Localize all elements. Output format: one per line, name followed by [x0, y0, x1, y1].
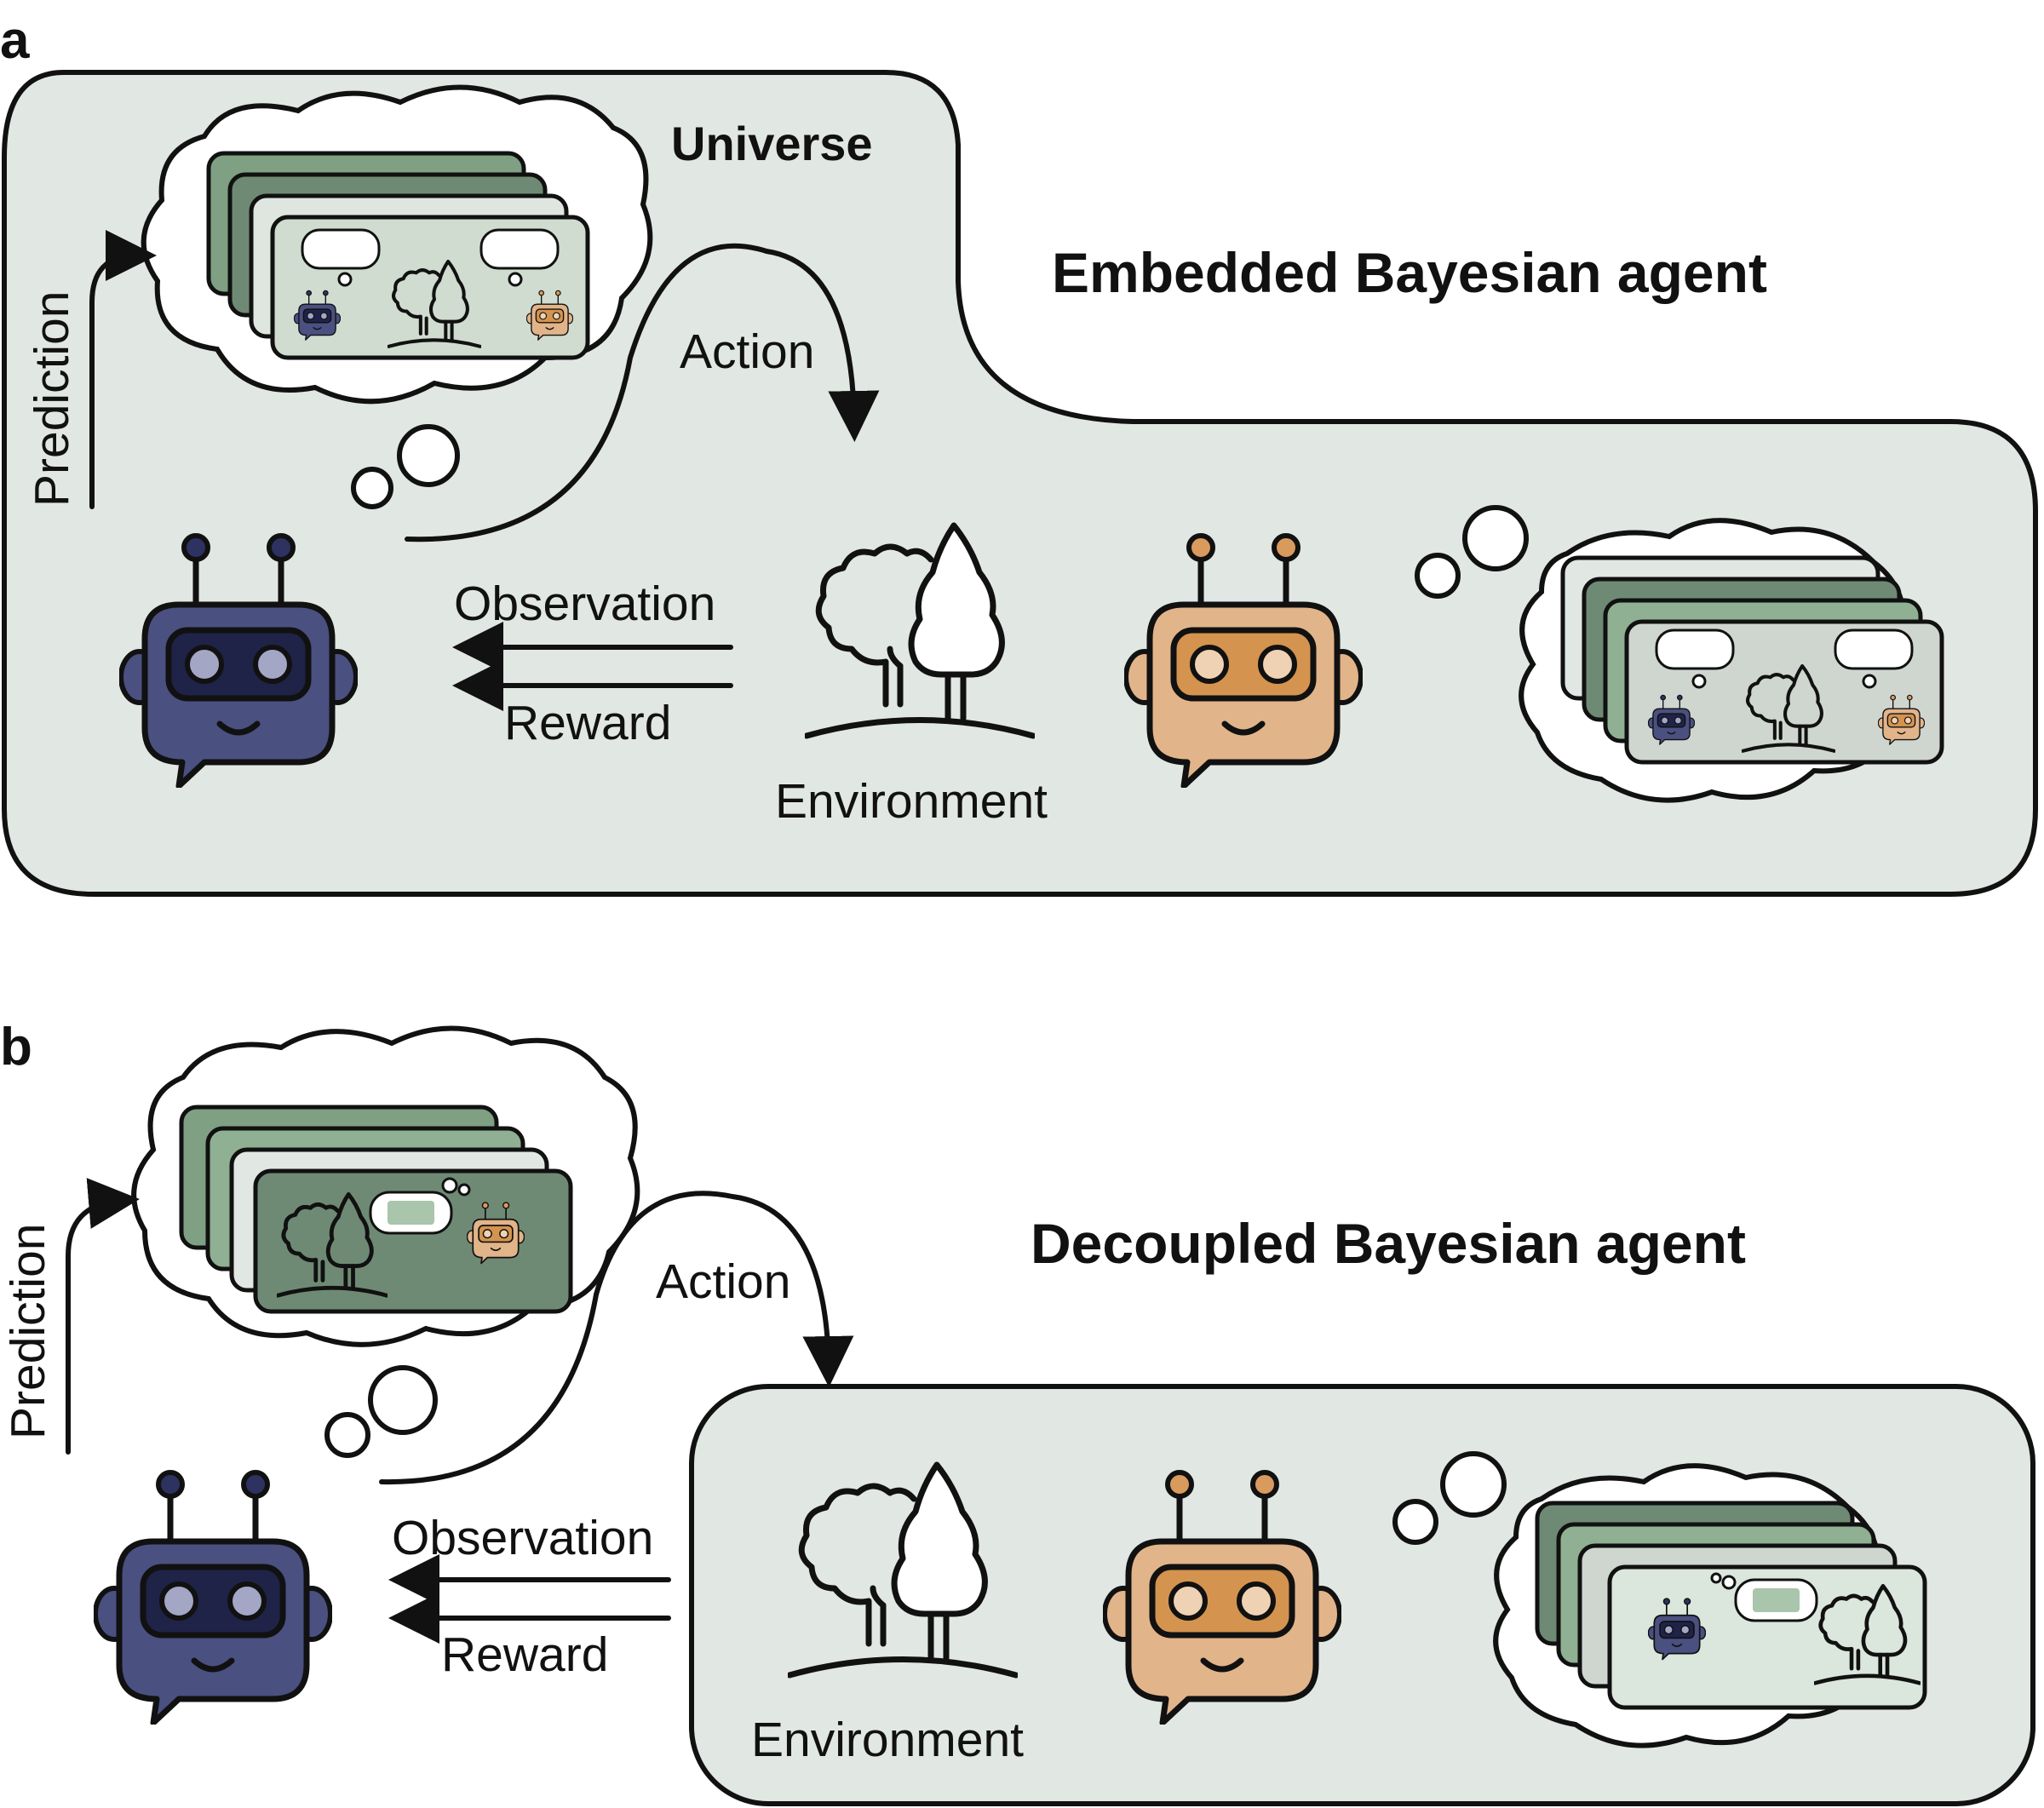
other-agent-thought-cloud-icon — [1392, 1451, 1927, 1748]
predicted-world-stack — [206, 151, 590, 360]
environment-label-a: Environment — [775, 774, 1048, 829]
reward-label-a: Reward — [504, 696, 671, 750]
thought-cloud-icon — [131, 1025, 640, 1458]
prediction-arrow-a — [89, 230, 157, 509]
reward-label-b: Reward — [441, 1627, 608, 1682]
panel-b-title: Decoupled Bayesian agent — [1031, 1212, 1746, 1275]
action-arrow-b — [379, 1191, 854, 1485]
environment-label-b: Environment — [751, 1713, 1024, 1767]
observation-label-a: Observation — [454, 577, 715, 631]
universe-label: Universe — [671, 117, 873, 170]
action-label-a: Action — [680, 324, 814, 379]
observation-label-b: Observation — [392, 1511, 653, 1565]
prediction-arrow-b — [66, 1178, 140, 1455]
action-label-b: Action — [656, 1254, 790, 1309]
action-arrow-a — [405, 243, 880, 542]
panel-a-letter: a — [0, 11, 30, 70]
other-agent-thought-cloud-icon — [1415, 505, 1944, 803]
agent-robot-icon — [95, 1472, 330, 1723]
prediction-label-b: Prediction — [1, 1224, 55, 1439]
prediction-label-a: Prediction — [25, 291, 79, 507]
panel-a-title: Embedded Bayesian agent — [1052, 241, 1767, 304]
panel-b-letter: b — [0, 1018, 32, 1076]
